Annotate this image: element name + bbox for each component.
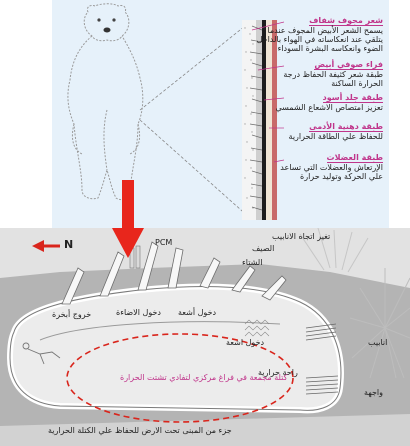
connector-arrow-icon — [110, 180, 150, 260]
label-title: شعر مجوف شفاف — [309, 16, 383, 26]
building-section-illustration — [0, 228, 410, 446]
pipes-direction-label: تغير اتجاه الانابيب — [272, 232, 330, 241]
summer-label: الصيف — [252, 244, 274, 253]
central-mass-label: كتلة مجمعة في فراغ مركزي لتفادي تشتت الح… — [120, 373, 287, 382]
label-white-fur: فراء صوفي أبيض طبقة شعر كثيفة الحفاظ درج… — [283, 60, 383, 88]
winter-label: الشتاء — [242, 258, 262, 267]
pcm-label: PCM — [155, 238, 172, 247]
north-arrow-icon — [32, 240, 60, 252]
label-hollow-hair: شعر مجوف شفاف يسمح الشعر الأبيض المجوف ع… — [257, 16, 383, 53]
underground-label: جزء من المبنى تحت الارض للحفاظ علي الكتل… — [48, 426, 232, 435]
zoom-line-top — [140, 22, 250, 110]
zoom-line-bottom — [140, 120, 250, 218]
polar-bear-panel: شعر مجوف شفاف يسمح الشعر الأبيض المجوف ع… — [52, 0, 389, 228]
label-line: طبقة شعر كثيفة الحفاظ درجة — [283, 70, 383, 79]
label-line: الإرتعاش والعضلات التي تساعد — [280, 163, 383, 172]
building-section-panel: N PCM الصيف الشتاء تغير اتجاه الانابيب خ… — [0, 228, 410, 446]
label-fat-layer: طبقة دهنية الأدمى للحفاظ علي الطاقة الحر… — [289, 122, 383, 141]
label-muscle-layer: طبقة العضلات الإرتعاش والعضلات التي تساع… — [280, 153, 383, 181]
label-title: طبقة العضلات — [327, 153, 383, 163]
label-line: الضوء وانعكاسه البشرة السوداء — [257, 44, 383, 53]
label-line: الحرارة الساكنة — [283, 79, 383, 88]
label-line: للحفاظ علي الطاقة الحرارية — [289, 132, 383, 141]
pipes-label: انابيب — [368, 338, 387, 347]
label-title: طبقة دهنية الأدمى — [309, 122, 383, 132]
label-black-skin: طبقة جلد أسود تعزيز امتصاص الاشعاع الشمس… — [275, 93, 383, 112]
label-line: يسمح الشعر الأبيض المجوف عندما — [257, 26, 383, 35]
air-exit-label: خروج أبخرة — [52, 310, 91, 319]
north-label: N — [64, 240, 73, 249]
air-entry-label: دخول اشعة — [226, 338, 264, 347]
label-line: يتلقي عند انعكاساته في الهواء بالداخل — [257, 35, 383, 44]
building-envelope — [10, 286, 341, 410]
bear-outline — [68, 4, 143, 200]
label-title: طبقة جلد أسود — [323, 93, 383, 103]
label-line: علي الحركة وتوليد حرارة — [280, 172, 383, 181]
label-title: فراء صوفي أبيض — [314, 60, 383, 70]
label-line: تعزيز امتصاص الاشعاع الشمسي — [275, 103, 383, 112]
sun-entry-label: دخول أشعة — [178, 308, 216, 317]
light-entry-label: دخول الاضاءة — [116, 308, 161, 317]
facade-label: واجهة — [364, 388, 383, 397]
